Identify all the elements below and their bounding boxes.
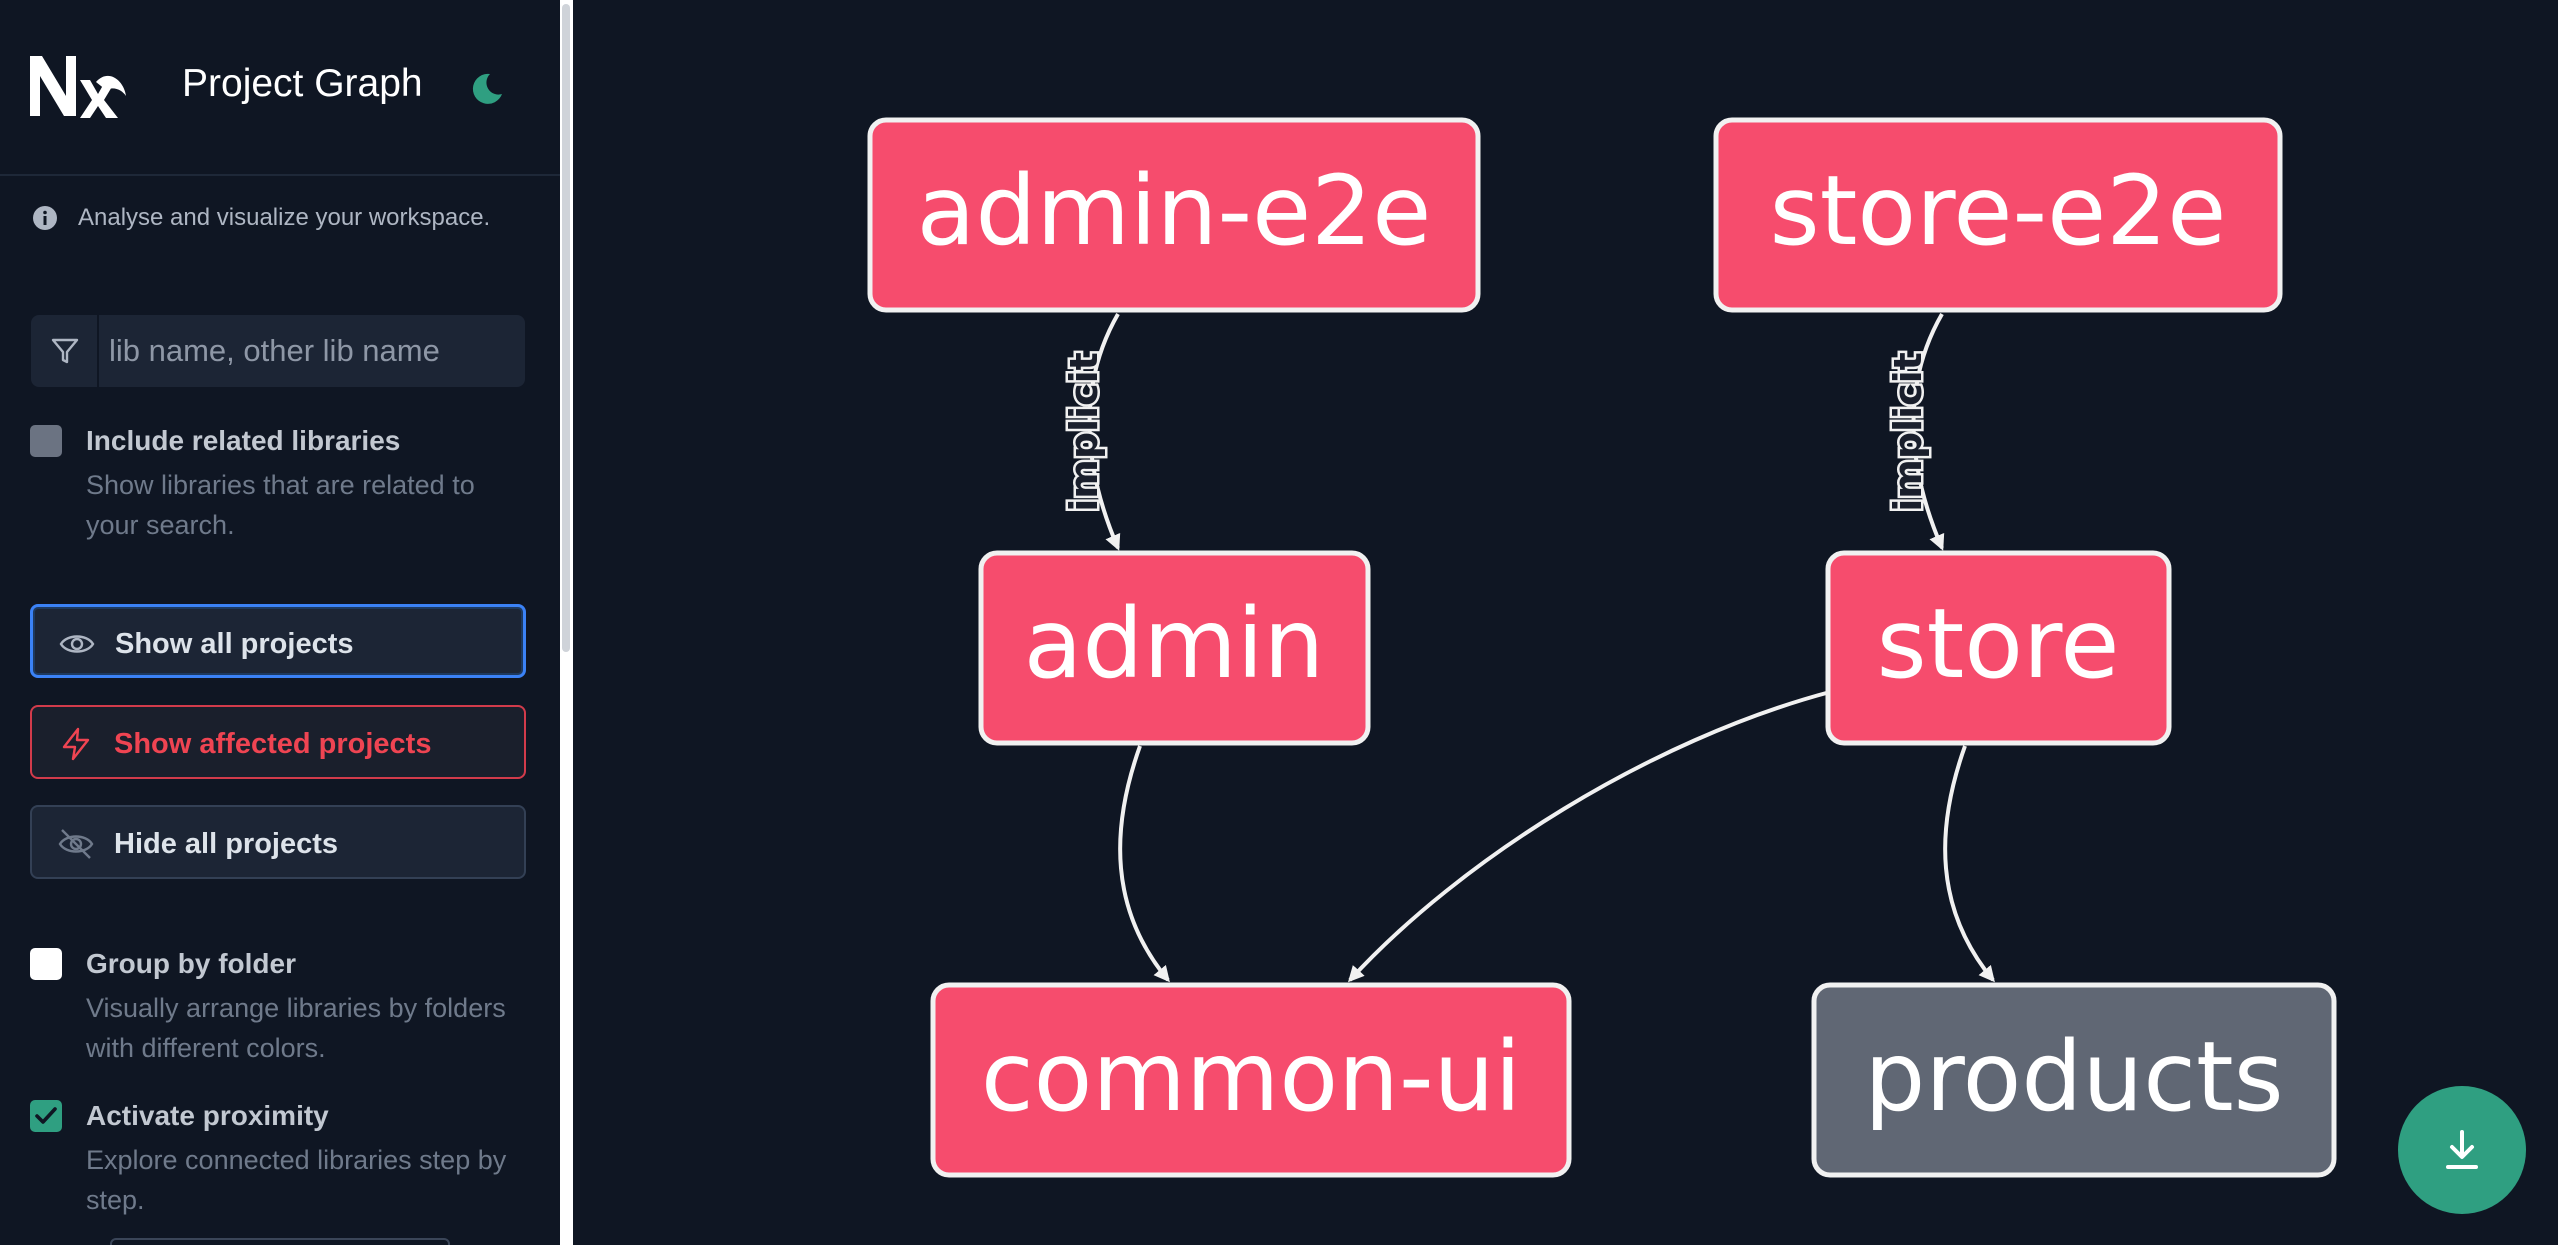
graph-edge-store-products[interactable]	[1943, 745, 1995, 983]
sidebar: Project Graph Analyse and visualize your…	[0, 0, 560, 1245]
graph-edge-admin-common-ui[interactable]	[1118, 745, 1170, 983]
graph-node[interactable]: admin	[978, 550, 1371, 746]
include-related-option: Include related libraries Show libraries…	[30, 425, 530, 540]
group-by-folder-option: Group by folder Visually arrange librari…	[30, 948, 530, 1063]
eye-off-icon	[58, 829, 94, 859]
node-common-ui[interactable]	[930, 982, 1572, 1178]
page-title: Project Graph	[182, 62, 423, 105]
edge-label-implicit: implicit	[1062, 352, 1106, 512]
node-label: admin	[1024, 588, 1325, 700]
project-graph-canvas[interactable]: implicit implicit admin-e2e store-e2e ad…	[573, 0, 2558, 1245]
node-admin[interactable]	[978, 550, 1371, 746]
eye-icon	[59, 635, 95, 653]
show-affected-projects-label: Show affected projects	[114, 728, 432, 760]
sidebar-header: Project Graph	[0, 0, 560, 176]
proximity-description: Explore connected libraries step by step…	[86, 1145, 507, 1215]
proximity-stepper[interactable]	[110, 1238, 450, 1245]
info-row: Analyse and visualize your workspace.	[32, 200, 490, 236]
graph-edge-store-e2e-store[interactable]	[1911, 313, 1945, 551]
node-label: products	[1864, 1021, 2283, 1133]
graph-edge-store-common-ui[interactable]	[1347, 690, 1831, 983]
show-all-projects-button[interactable]: Show all projects	[30, 604, 526, 678]
search-input[interactable]	[109, 315, 509, 387]
graph-node[interactable]: store-e2e	[1713, 117, 2283, 313]
moon-icon[interactable]	[468, 70, 506, 108]
graph-edges: implicit implicit	[1060, 313, 1995, 983]
download-icon	[2446, 1130, 2478, 1169]
show-all-projects-label: Show all projects	[115, 628, 354, 660]
show-affected-projects-button[interactable]: Show affected projects	[30, 705, 526, 779]
group-by-folder-description: Visually arrange libraries by folders wi…	[86, 993, 506, 1063]
search-separator	[97, 315, 99, 387]
search-box	[31, 315, 525, 387]
hide-all-projects-button[interactable]: Hide all projects	[30, 805, 526, 879]
lightning-icon	[62, 727, 90, 761]
graph-node[interactable]: admin-e2e	[867, 117, 1481, 313]
group-by-folder-checkbox[interactable]	[30, 948, 62, 980]
graph-node[interactable]: store	[1825, 550, 2172, 746]
proximity-label: Activate proximity	[86, 1100, 329, 1131]
graph-node[interactable]: common-ui	[930, 982, 1572, 1178]
node-products[interactable]	[1811, 982, 2337, 1178]
node-store[interactable]	[1825, 550, 2172, 746]
checkmark-icon	[35, 1107, 57, 1124]
sidebar-scrollbar[interactable]	[562, 4, 570, 652]
hide-all-projects-label: Hide all projects	[114, 828, 339, 860]
info-icon	[33, 206, 57, 230]
node-admin-e2e[interactable]	[867, 117, 1481, 313]
edge-label-implicit: implicit	[1886, 352, 1930, 512]
graph-node[interactable]: products	[1811, 982, 2337, 1178]
include-related-checkbox[interactable]	[30, 425, 62, 457]
proximity-checkbox[interactable]	[30, 1100, 62, 1132]
include-related-label: Include related libraries	[86, 425, 401, 456]
node-label: store	[1877, 588, 2120, 700]
node-label: store-e2e	[1770, 155, 2227, 267]
include-related-description: Show libraries that are related to your …	[86, 470, 475, 540]
proximity-option: Activate proximity Explore connected lib…	[30, 1100, 530, 1215]
nx-logo-icon	[30, 56, 126, 118]
node-label: admin-e2e	[917, 155, 1432, 267]
node-label: common-ui	[981, 1021, 1521, 1133]
download-button[interactable]	[2398, 1086, 2526, 1214]
info-text: Analyse and visualize your workspace.	[78, 204, 491, 231]
graph-edge-admin-e2e-admin[interactable]	[1087, 313, 1121, 551]
node-store-e2e[interactable]	[1713, 117, 2283, 313]
group-by-folder-label: Group by folder	[86, 948, 296, 979]
filter-icon	[51, 338, 79, 364]
